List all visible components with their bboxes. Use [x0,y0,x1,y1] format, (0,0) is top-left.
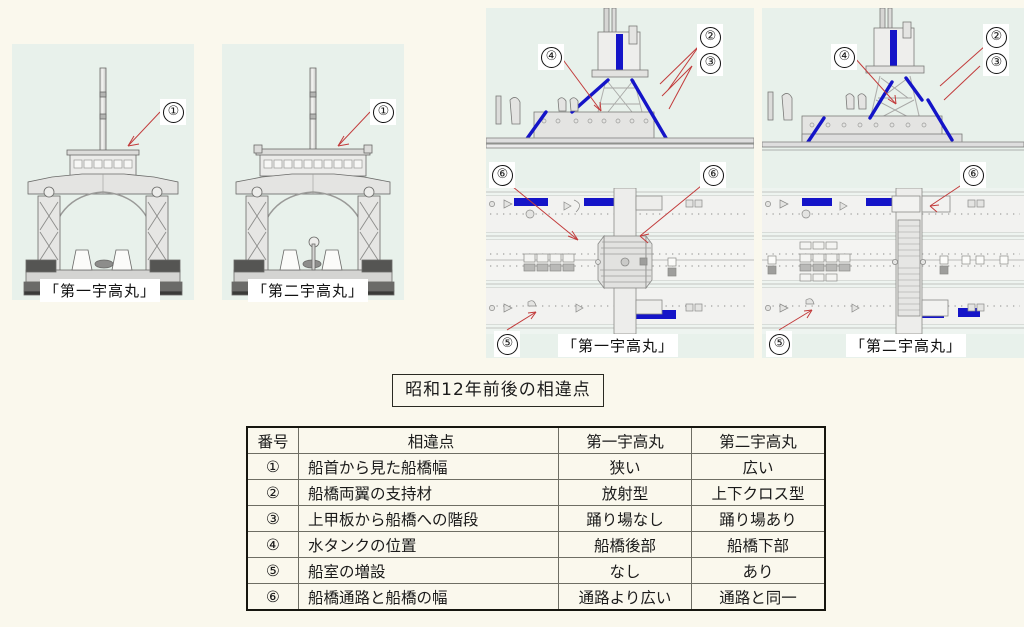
column-header-ship1: 第一宇高丸 [558,426,692,454]
row-ship1: 船橋後部 [558,531,692,558]
callout-marker-2-side-ship2: ② [986,27,1007,48]
row-ship1: なし [558,557,692,584]
row-ship2: 踊り場あり [691,505,826,532]
callout-marker-6-plan-ship1-right: ⑥ [703,165,724,186]
plan-view-drawing-ship2 [762,188,1024,334]
row-ship2: 船橋下部 [691,531,826,558]
row-no: ⑥ [246,583,299,611]
row-no: ② [246,479,299,506]
callout-marker-5-plan-ship2: ⑤ [769,334,790,355]
callout-marker-6-plan-ship2: ⑥ [963,165,984,186]
callout-marker-1-bow-ship1: ① [163,102,184,123]
row-ship1: 通路より広い [558,583,692,611]
row-ship2: 上下クロス型 [691,479,826,506]
row-no: ④ [246,531,299,558]
callout-marker-6-plan-ship1-left: ⑥ [492,165,513,186]
bow-view-drawing-ship2 [222,44,404,300]
column-header-no: 番号 [246,426,299,454]
callout-marker-2-side-ship1: ② [700,27,721,48]
row-ship1: 踊り場なし [558,505,692,532]
row-item: 船首から見た船橋幅 [298,453,559,480]
row-no: ③ [246,505,299,532]
column-header-ship2: 第二宇高丸 [691,426,826,454]
section-title-box: 昭和12年前後の相違点 [392,374,604,407]
callout-marker-1-bow-ship2: ① [373,102,394,123]
table-header-row: 番号 相違点 第一宇高丸 第二宇高丸 [246,426,826,454]
plan-view-drawing-ship1 [486,188,754,334]
row-ship2: あり [691,557,826,584]
caption-bow-ship2: 「第二宇高丸」 [248,279,369,302]
callout-marker-3-side-ship2: ③ [986,53,1007,74]
row-no: ⑤ [246,557,299,584]
callout-marker-4-side-ship2: ④ [834,47,855,68]
bow-view-drawing-ship1 [12,44,194,300]
callout-marker-3-side-ship1: ③ [700,53,721,74]
row-item: 上甲板から船橋への階段 [298,505,559,532]
row-ship2: 広い [691,453,826,480]
row-ship2: 通路と同一 [691,583,826,611]
row-item: 船橋通路と船橋の幅 [298,583,559,611]
caption-detail-ship1: 「第一宇高丸」 [558,334,679,357]
column-header-item: 相違点 [298,426,559,454]
caption-detail-ship2: 「第二宇高丸」 [846,334,967,357]
row-no: ① [246,453,299,480]
row-item: 船橋両翼の支持材 [298,479,559,506]
callout-marker-4-side-ship1: ④ [541,47,562,68]
row-ship1: 放射型 [558,479,692,506]
callout-marker-5-plan-ship1: ⑤ [497,334,518,355]
row-ship1: 狭い [558,453,692,480]
row-item: 船室の増設 [298,557,559,584]
caption-bow-ship1: 「第一宇高丸」 [40,279,161,302]
row-item: 水タンクの位置 [298,531,559,558]
